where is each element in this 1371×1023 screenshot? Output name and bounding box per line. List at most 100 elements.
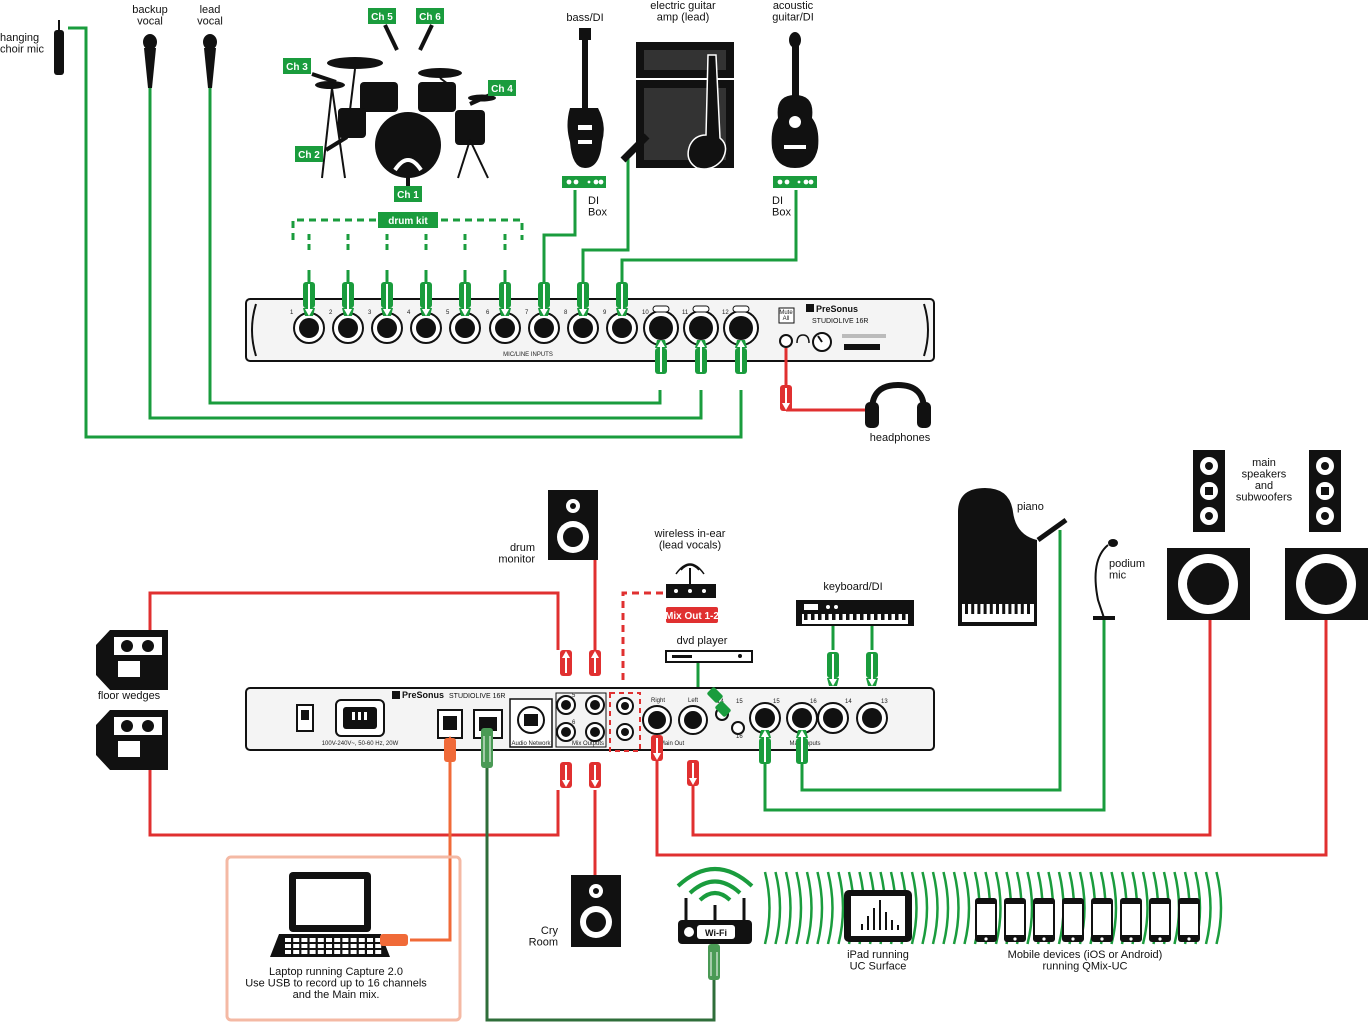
bass-guitar-icon: bass/DI [566, 12, 604, 168]
main-out-left-label: Left [688, 698, 698, 704]
input-connector-9 [615, 270, 629, 317]
svg-text:15: 15 [736, 699, 743, 705]
tag-ch3: Ch 3 [283, 58, 311, 74]
keyboard-label: keyboard/DI [823, 581, 882, 593]
bass-di-label: bass/DI [566, 12, 603, 24]
mic-line-inputs-label: MIC/LINE INPUTS [503, 352, 553, 358]
input-jack-6: 6 [486, 310, 521, 344]
headphone-symbol-icon [796, 334, 810, 344]
main-out-label: Main Out [660, 741, 685, 747]
channel-number-9: 9 [603, 310, 607, 316]
mobile-device-3 [1033, 898, 1055, 942]
input-jack-9: 9 [603, 310, 638, 344]
main-input-jack-1 [749, 702, 781, 734]
input-jack-12: 12 [722, 305, 759, 346]
mobile-devices-label: Mobile devices (iOS or Android)running Q… [1008, 949, 1163, 973]
mix-out-tag [666, 607, 718, 623]
input-connector-4 [419, 270, 433, 317]
brand-name-rear: PreSonus [402, 690, 444, 700]
mix-out-plugs-down [559, 761, 602, 789]
input-jack-11: 11 [682, 305, 719, 346]
svg-text:14: 14 [845, 699, 852, 705]
ethernet-cable-plug [481, 728, 493, 768]
input-jack-5: 5 [446, 310, 481, 344]
svg-text:Ch 3: Ch 3 [286, 62, 308, 73]
channel-number-10: 10 [642, 310, 649, 316]
svg-text:Ch 6: Ch 6 [419, 12, 441, 23]
mobile-device-2 [1004, 898, 1026, 942]
main-output-xlr-1 [642, 705, 672, 735]
wifi-label: Wi-Fi [705, 928, 727, 938]
mix-out-plugs-up [559, 649, 602, 677]
svg-text:5: 5 [572, 693, 576, 699]
dvd-player-label: dvd player [677, 635, 728, 647]
channel-number-7: 7 [525, 310, 529, 316]
keyboard-di: keyboard/DI [796, 581, 914, 626]
rca-jack-2 [731, 721, 745, 735]
svg-text:6: 6 [572, 720, 576, 726]
mix-output-jack-1 [556, 695, 576, 715]
main-out-plugs [651, 735, 699, 786]
svg-text:Ch 5: Ch 5 [371, 12, 393, 23]
bottom-cables [148, 530, 1328, 1022]
main-input-jack-4 [856, 702, 888, 734]
main-input-jack-3 [817, 702, 849, 734]
wireless-in-ear-label: wireless in-ear(lead vocals) [654, 528, 726, 552]
dvd-player: dvd player [665, 635, 753, 663]
presonus-logo-icon [806, 304, 814, 312]
mix-output-jack-2 [556, 722, 576, 742]
channel-number-1: 1 [290, 310, 294, 316]
input-connector-7 [537, 270, 551, 317]
usb-cable-plug [444, 736, 456, 762]
audio-network-label: Audio Network [511, 741, 551, 747]
input-connector-12 [734, 339, 748, 375]
mobile-device-4 [1062, 898, 1084, 942]
presonus-logo-rear-icon [392, 691, 400, 699]
tag-ch1: Ch 1 [394, 186, 422, 202]
channel-number-12: 12 [722, 310, 729, 316]
headphones-icon: headphones [865, 381, 931, 444]
main-input-jack-2 [786, 702, 818, 734]
svg-text:13: 13 [881, 699, 888, 705]
svg-text:drum kit: drum kit [388, 216, 428, 227]
mix-output-jack-3 [585, 695, 605, 715]
svg-text:Ch 2: Ch 2 [298, 150, 320, 161]
channel-number-2: 2 [329, 310, 333, 316]
input-jack-2: 2 [329, 310, 364, 344]
svg-text:15: 15 [773, 699, 780, 705]
main-out-right-label: Right [651, 698, 665, 704]
wifi-router: Wi-Fi [676, 867, 754, 980]
tag-ch4: Ch 4 [488, 80, 516, 96]
headphone-plug [779, 348, 793, 412]
mix-out-tag-label: Mix Out 1-2 [665, 611, 719, 622]
laptop-usb-plug [380, 934, 408, 946]
mix-outputs-label: Mix Outputs [572, 741, 604, 747]
drum-kit-icon [311, 24, 496, 190]
floor-wedges-label: floor wedges [98, 690, 161, 702]
main-output-xlr-2 [678, 705, 708, 735]
mix-output-jack-4 [585, 722, 605, 742]
router-ethernet-plug [708, 944, 720, 980]
input-connector-2 [341, 270, 355, 317]
tag-ch2: Ch 2 [295, 146, 323, 162]
input-jack-10: 10 [642, 305, 679, 346]
